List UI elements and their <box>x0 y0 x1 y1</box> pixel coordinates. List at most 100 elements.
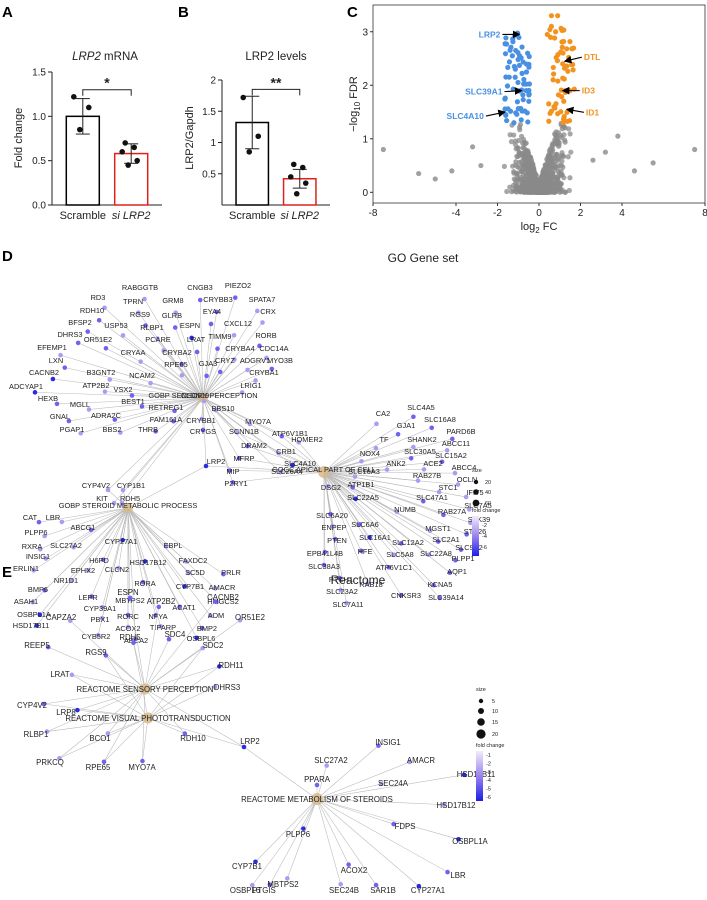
gene-node <box>254 308 260 314</box>
gene-node <box>421 467 427 472</box>
ns-gene-point <box>559 172 565 178</box>
data-point <box>255 133 262 140</box>
y-tick-label: 0 <box>362 188 368 199</box>
gene-label: CACNB2 <box>207 593 239 602</box>
network-edge <box>232 471 325 483</box>
gene-label: DSG2 <box>321 483 341 492</box>
gene-node <box>431 582 436 588</box>
gene-node <box>95 632 101 638</box>
gene-node <box>350 485 355 490</box>
hub-label: REACTOME VISUAL PHOTOTRANSDUCTION <box>65 714 230 723</box>
gene-label: SLC9B2 <box>455 543 483 552</box>
gene-node <box>75 707 80 713</box>
gene-node <box>296 439 302 445</box>
size-legend-label: 5 <box>492 699 495 705</box>
ns-gene-point <box>507 132 513 138</box>
gene-label: ATP2B2 <box>83 381 110 390</box>
up-gene-point <box>555 13 561 19</box>
network-edge <box>175 312 204 399</box>
network-edge <box>202 359 235 399</box>
data-point <box>287 174 294 180</box>
panel-d-title: GO Gene set <box>388 251 459 265</box>
ns-gene-point <box>543 167 550 173</box>
ns-gene-point <box>530 163 536 170</box>
gene-node <box>112 417 118 422</box>
network-edge <box>32 507 129 603</box>
ns-gene-point <box>549 158 555 164</box>
gene-label: ATP6V1B1 <box>272 429 308 438</box>
gene-label: RPE65 <box>86 763 111 772</box>
down-gene-point <box>521 76 527 83</box>
gene-node <box>444 448 450 453</box>
network-edge <box>147 686 216 719</box>
network-edge <box>133 642 146 690</box>
network-edge <box>247 445 325 473</box>
size-legend-label: 15 <box>492 720 498 726</box>
ns-gene-point <box>515 145 521 151</box>
gene-node <box>120 487 126 493</box>
data-point <box>290 161 297 168</box>
gene-node <box>212 586 218 591</box>
gene-node <box>37 612 43 617</box>
gene-label: BCO1 <box>89 734 110 743</box>
gene-node <box>384 467 390 472</box>
gene-node <box>142 296 147 302</box>
gene-node <box>415 478 421 483</box>
network-edge <box>127 465 207 509</box>
gene-node <box>290 462 295 468</box>
gene-label: RETREG1 <box>149 403 184 412</box>
ns-gene-point <box>511 176 517 182</box>
gene-node <box>464 532 469 537</box>
ns-gene-point <box>556 183 562 189</box>
ns-gene-point <box>523 188 529 195</box>
network-edge <box>202 397 250 425</box>
gene-node <box>338 881 343 887</box>
gene-node <box>337 575 342 581</box>
gene-node <box>116 565 121 571</box>
network-edge <box>316 774 465 800</box>
gene-node <box>276 450 281 456</box>
network-edge <box>199 299 204 399</box>
ns-gene-point <box>470 144 476 150</box>
gene-node <box>232 357 237 362</box>
network-edge <box>316 798 349 865</box>
down-gene-point <box>518 117 524 123</box>
gene-label: SLC4A5 <box>407 403 435 412</box>
down-gene-point <box>523 61 530 67</box>
ns-gene-point <box>546 178 552 184</box>
hub-label: GOBP SENSORY PERCEPTION <box>148 391 257 400</box>
gene-node <box>119 500 125 506</box>
ns-gene-point <box>568 149 574 155</box>
gene-label: ACE2 <box>423 459 442 468</box>
network-edge <box>120 397 204 433</box>
gene-label: RPE65 <box>164 360 187 369</box>
up-gene-point <box>565 68 571 74</box>
gene-node <box>333 536 338 542</box>
network-edge <box>43 703 149 719</box>
gene-label: EPB41L4B <box>307 549 343 558</box>
down-gene-point <box>509 53 515 59</box>
network-edge <box>87 507 129 571</box>
gene-node <box>468 520 473 526</box>
gene-label: MGLL <box>70 400 90 409</box>
network-edge <box>323 471 467 535</box>
up-gene-point <box>564 109 570 115</box>
y-tick-label: 0.0 <box>32 201 46 212</box>
x-tick-label: si LRP2 <box>280 210 319 222</box>
gene-node <box>100 557 106 563</box>
network-edge <box>239 457 325 473</box>
ns-gene-point <box>501 163 507 170</box>
network-edge <box>147 666 220 719</box>
gene-node <box>57 755 62 761</box>
gene-label: MBTPS2 <box>115 596 145 605</box>
gene-label: THRB <box>138 425 158 434</box>
network-edge <box>98 320 204 399</box>
gene-node <box>138 359 143 364</box>
gene-node <box>62 365 68 370</box>
gene-label: RDH5 <box>120 494 140 503</box>
panel-b-ylabel: LRP2/Gapdh <box>184 106 196 170</box>
network-edge <box>202 348 218 399</box>
gene-label: SLC5A8 <box>386 550 414 559</box>
hub-label: GOBP STEROID METABOLIC PROCESS <box>59 501 198 510</box>
gene-label: DHRS3 <box>57 330 82 339</box>
